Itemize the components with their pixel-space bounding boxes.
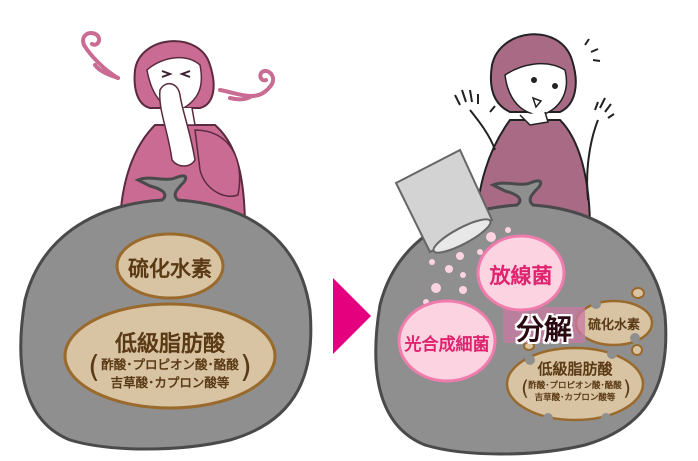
woman-surprised-figure [454,33,615,231]
decompose-label: 分解 [515,313,572,346]
fatty-acid-title-before: 低級脂肪酸 [114,332,225,357]
hydrogen-sulfide-label-after: 硫化水素 [587,318,640,333]
fatty-acid-detail-line1-before: 酢酸･プロピオン酸･酪酸 [101,357,239,372]
paren-close-before: ) [240,350,252,385]
paren-close-after: ) [623,376,631,400]
stink-wave-icon [81,31,275,102]
hydrogen-sulfide-oval-before [115,232,225,300]
actinomycetes-circle [476,234,566,312]
decompose-label-bg [503,307,585,343]
fatty-acid-oval-before [63,302,277,410]
arrow-right-icon [333,278,371,354]
hydrogen-sulfide-label-before: 硫化水素 [128,257,212,281]
actinomycetes-label: 放線菌 [489,264,553,288]
microbe-particles [423,227,511,305]
fatty-acid-detail-line2-after: 吉草酸･カプロン酸等 [534,393,616,403]
paren-open-before: ( [88,350,100,385]
decomposed-particles [523,287,645,356]
fatty-acid-detail-line1-after: 酢酸･プロピオン酸･酪酸 [528,381,622,391]
paren-open-after: ( [521,376,529,400]
fatty-acid-detail-line2-before: 吉草酸･カプロン酸等 [110,375,230,390]
photosynthetic-bacteria-label: 光合成細菌 [404,335,490,355]
fatty-acid-title-after: 低級脂肪酸 [537,360,613,378]
fatty-acid-oval-after [505,346,645,422]
photosynthetic-bacteria-circle [397,299,497,383]
microbe-powder-bag-icon [394,148,494,254]
